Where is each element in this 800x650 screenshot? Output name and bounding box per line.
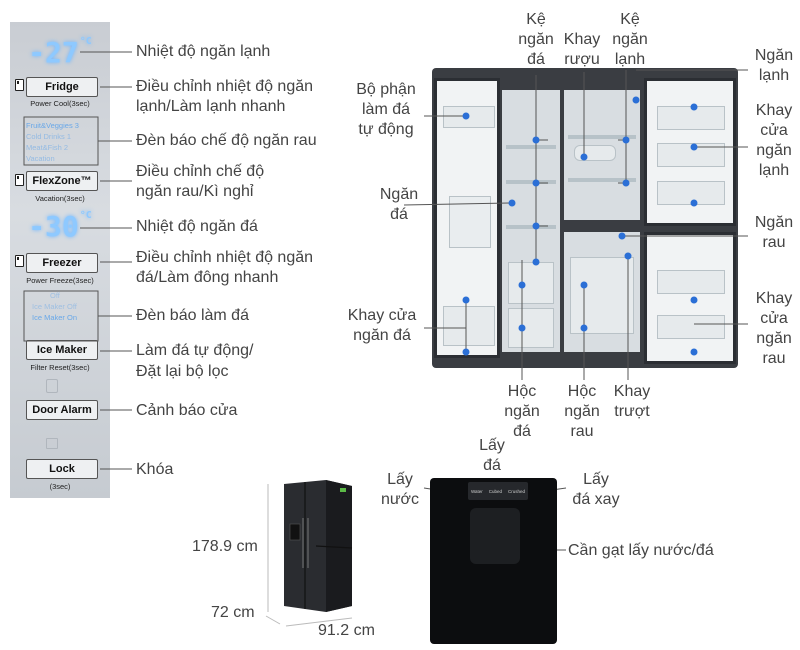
freezer-interior [502,90,560,352]
door-alarm-button[interactable]: Door Alarm [26,400,98,420]
label-fridge-temp: Nhiệt độ ngăn lạnh [136,43,271,60]
dimension-lines [265,484,353,627]
fridge-photo [432,68,738,368]
veg-mode-vacation: Vacation [26,154,55,163]
fridge-front-view [276,478,354,612]
fridge-door-bin-3 [657,181,725,205]
fridge-shelf-2 [568,178,636,182]
lock-sub-label: (3sec) [49,482,71,491]
freezer-shelf-3 [506,225,556,229]
label-ice-auto-1: Làm đá tự động/ [136,342,254,359]
flexzone-button[interactable]: FlexZone™ [26,171,98,191]
veg-door-bin-2 [657,315,725,339]
dispenser-lever[interactable] [470,508,520,564]
label-veg-adjust-2: ngăn rau/Kì nghỉ [136,183,254,200]
label-fridge-adjust-2: lạnh/Làm lạnh nhanh [136,98,286,115]
icemaker-sub-label: Filter Reset(3sec) [30,363,90,372]
freezer-icon [15,255,24,267]
veg-mode-indicators: Fruit&Veggies 3 Cold Drinks 1 Meat&Fish … [26,120,79,164]
label-lock: Khóa [136,461,174,478]
veg-compartment [564,232,640,352]
lock-icon [46,438,58,449]
fridge-shelf-1 [568,135,636,139]
dispenser-cubed-button[interactable]: Cubed [488,488,503,494]
fridge-temp-display: -27°C [28,36,92,69]
alarm-icon [46,379,58,393]
freezer-button[interactable]: Freezer [26,253,98,273]
control-panel: -27°C Fridge Power Cool(3sec) Fruit&Vegg… [10,22,110,498]
dispenser-control-bar: Water Cubed Crushed [468,482,528,500]
dispenser-closeup: Water Cubed Crushed [430,478,557,644]
freezer-shelf-1 [506,145,556,149]
dispenser-water-button[interactable]: Water [470,488,483,494]
veg-door-bin-1 [657,270,725,294]
ice-mode-maker-on: Ice Maker On [32,313,78,322]
lock-button[interactable]: Lock [26,459,98,479]
label-veg-light: Đèn báo chế độ ngăn rau [136,132,317,149]
label-veg-adjust-1: Điều chỉnh chế độ [136,163,265,180]
veg-mode-fruit: Fruit&Veggies 3 [26,121,79,130]
dispenser-housing [449,196,491,248]
freezer-drawer-2 [508,308,554,348]
label-dispenser-lever: Cần gạt lấy nước/đá [568,542,714,559]
label-door-alarm: Cảnh báo cửa [136,402,238,419]
callout-dots [462,96,698,554]
freezer-shelf-2 [506,180,556,184]
fridge-button[interactable]: Fridge [26,77,98,97]
freezer-door [434,78,500,358]
freezer-drawer-1 [508,262,554,304]
dim-height: 178.9 cm [192,538,258,555]
veg-drawer [570,257,634,334]
veg-door [644,232,736,364]
veg-mode-meat: Meat&Fish 2 [26,143,69,152]
label-fridge-adjust-1: Điều chỉnh nhiệt độ ngăn [136,78,314,95]
freezer-door-bin [443,306,495,346]
fridge-front-svg [284,480,353,612]
label-ice-light: Đèn báo làm đá [136,307,249,324]
dispenser-crushed-button[interactable]: Crushed [507,488,525,494]
label-freezer-adjust-1: Điều chỉnh nhiệt độ ngăn [136,249,314,266]
label-freezer-adjust-2: đá/Làm đông nhanh [136,269,279,286]
fridge-door [644,78,736,226]
label-freezer-temp: Nhiệt độ ngăn đá [136,218,258,235]
ice-mode-off: Off [50,291,60,300]
dim-width: 91.2 cm [318,622,375,639]
dim-depth: 72 cm [211,604,255,621]
flexzone-icon [15,174,24,186]
ice-mode-maker-off: Ice Maker Off [32,302,77,311]
freezer-temp-display: -30°C [28,210,92,243]
freezer-sub-label: Power Freeze(3sec) [26,276,94,285]
fridge-sub-label: Power Cool(3sec) [30,99,90,108]
flexzone-sub-label: Vacation(3sec) [35,194,85,203]
fridge-icon [15,79,24,91]
ice-mode-indicators: Off Ice Maker Off Ice Maker On [32,290,77,323]
label-ice-auto-2: Đặt lại bộ lọc [136,363,229,380]
veg-mode-drinks: Cold Drinks 1 [26,132,72,141]
